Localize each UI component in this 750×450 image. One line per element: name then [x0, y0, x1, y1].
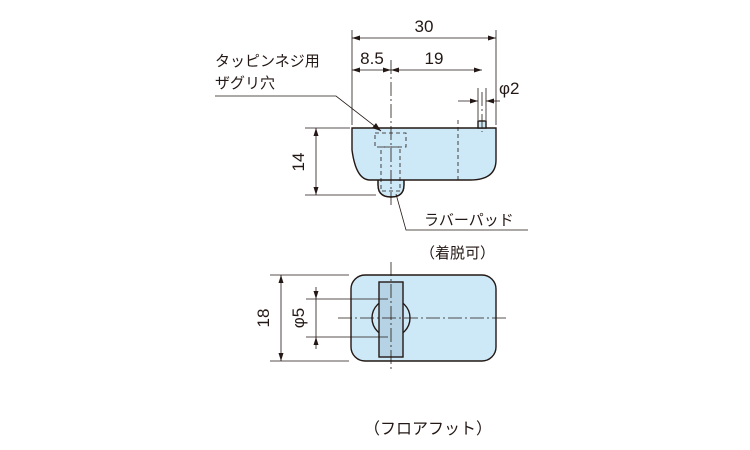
- dimension-19: 19: [425, 49, 444, 68]
- dimension-8-5: 8.5: [360, 49, 384, 68]
- front-view: [351, 60, 497, 205]
- screw-hole-hidden: [380, 146, 401, 192]
- dimension-overall: 30: [351, 17, 497, 125]
- dimension-offsets: 8.5 19: [352, 49, 482, 73]
- dimension-phi5: φ5: [289, 308, 308, 328]
- figure-caption: （フロアフット）: [364, 419, 492, 438]
- label-removable: （着脱可）: [420, 244, 495, 262]
- dimension-width: 18: [254, 274, 349, 362]
- dimension-hole-diameter: φ5: [289, 287, 388, 349]
- dimension-30: 30: [415, 17, 434, 36]
- note-rubber-pad: ラバーパッド （着脱可）: [395, 193, 528, 262]
- label-tapping-screw-line2: ザグリ穴: [215, 74, 275, 92]
- dimension-pin-diameter: φ2: [458, 79, 519, 120]
- top-view: [338, 262, 508, 372]
- label-rubber-pad: ラバーパッド: [424, 211, 514, 229]
- dimension-phi2: φ2: [499, 79, 519, 98]
- counterbore-hidden: [374, 132, 407, 148]
- dimension-18: 18: [254, 309, 273, 328]
- label-tapping-screw-line1: タッピンネジ用: [215, 52, 320, 70]
- dimension-height: 14: [289, 127, 376, 196]
- dimension-14: 14: [289, 153, 308, 172]
- front-view-body: [351, 127, 497, 181]
- note-tapping-screw: タッピンネジ用 ザグリ穴: [215, 52, 382, 132]
